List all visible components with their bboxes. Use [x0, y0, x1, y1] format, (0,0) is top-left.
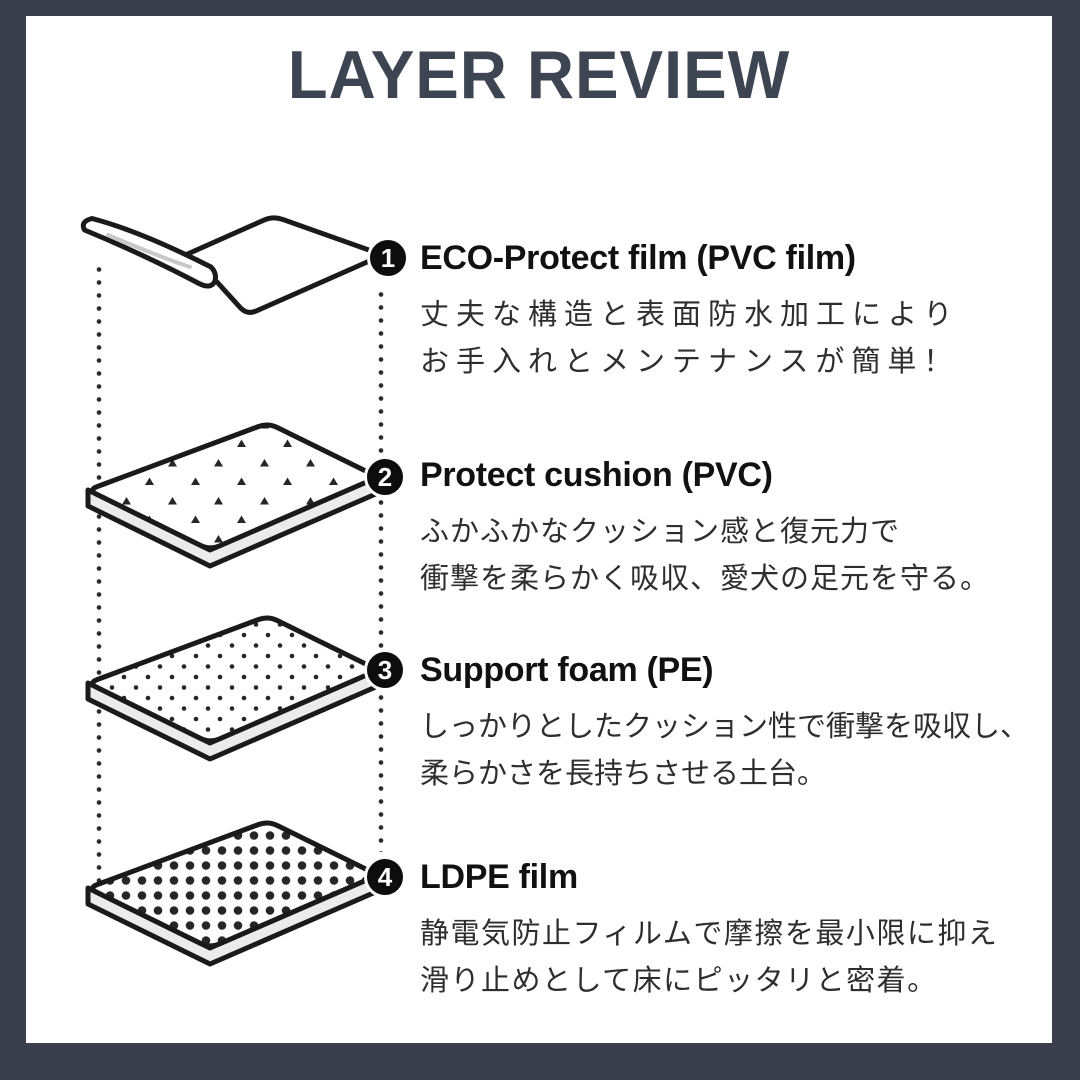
dotted-guide-line-right	[378, 288, 384, 852]
layer-section: LDPE film 静電気防止フィルムで摩擦を最小限に抑え 滑り止めとして床にピ…	[420, 857, 1030, 1005]
layer-number-badge: 2	[364, 456, 406, 498]
layer-description-line: 滑り止めとして床にピッタリと密着。	[420, 965, 938, 997]
pvc-film-layer-icon	[80, 215, 383, 315]
layer-description-line: 丈夫な構造と表面防水加工により	[420, 299, 960, 331]
layer-heading: ECO-Protect film (PVC film)	[420, 239, 856, 277]
layer-number-badge: 4	[364, 856, 406, 898]
layer-section: Support foam (PE) しっかりとしたクッション性で衝撃を吸収し、 …	[420, 650, 1030, 798]
layer-description-line: しっかりとしたクッション性で衝撃を吸収し、	[420, 711, 1030, 743]
layer-description-line: 静電気防止フィルムで摩擦を最小限に抑え	[420, 918, 999, 950]
layer-heading: LDPE film	[420, 858, 578, 896]
support-foam-layer-icon	[85, 615, 381, 762]
ldpe-film-layer-icon	[85, 820, 381, 967]
layer-section: Protect cushion (PVC) ふかふかなクッション感と復元力で 衝…	[420, 455, 1030, 603]
layer-heading: Support foam (PE)	[420, 651, 714, 689]
dotted-guide-line-left	[96, 263, 102, 885]
layer-heading: Protect cushion (PVC)	[420, 456, 773, 494]
layer-description-line: 衝撃を柔らかく吸収、愛犬の足元を守る。	[420, 563, 991, 595]
layer-description-line: ふかふかなクッション感と復元力で	[420, 516, 901, 548]
layer-section: ECO-Protect film (PVC film) 丈夫な構造と表面防水加工…	[420, 238, 1030, 386]
page-title: LAYER REVIEW	[287, 37, 791, 113]
protect-cushion-layer-icon	[85, 422, 381, 569]
layer-number-badge: 3	[364, 649, 406, 691]
layer-description-line: 柔らかさを長持ちさせる土台。	[420, 758, 827, 790]
layer-description-line: お手入れとメンテナンスが簡単！	[420, 346, 960, 378]
layer-number-badge: 1	[367, 237, 409, 279]
